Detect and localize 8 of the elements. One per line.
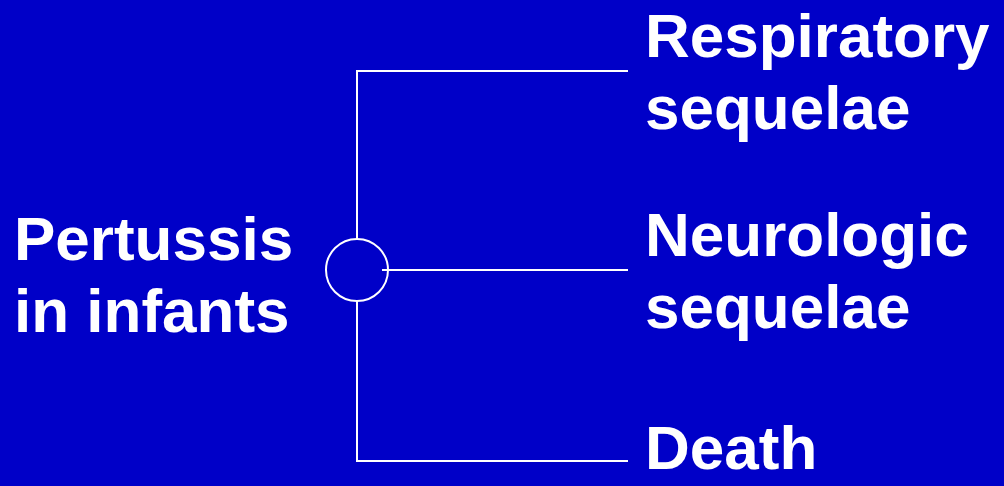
connector-line — [356, 300, 629, 462]
root-label: Pertussis in infants — [14, 203, 295, 347]
chance-node-circle — [325, 238, 389, 302]
outcome-label: Death — [628, 412, 1004, 484]
connector-line — [381, 269, 629, 271]
connector-line — [356, 70, 629, 240]
outcome-label: Neurologic sequelae — [628, 199, 1004, 343]
outcome-label: Respiratory sequelae — [628, 0, 1004, 144]
